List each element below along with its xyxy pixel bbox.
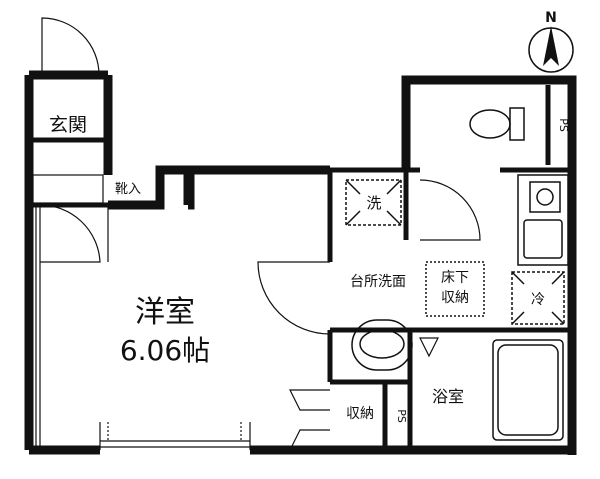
exterior-walls [24,70,577,455]
fridge-space [511,271,565,325]
fixtures [345,107,569,441]
doors [39,17,481,451]
fridge-label: 冷 [531,292,545,308]
thin-lines [32,174,251,450]
western-room-label: 洋室 [135,295,195,330]
bathroom-door [419,337,439,358]
bathroom-label: 浴室 [432,387,464,406]
bathtub [492,339,564,441]
kitchen-washroom-label: 台所洗面 [350,274,406,290]
entrance-door [41,17,100,76]
washer-label: 洗 [366,194,381,212]
closet-door-2 [289,429,330,451]
washbasin-icon [351,319,413,371]
compass: N [528,10,574,73]
sink-icon [523,219,563,259]
entrance-storage-label: 靴入 [115,182,141,197]
kitchen-counter [517,174,569,266]
western-room-area: 6.06帖 [120,334,210,367]
toilet-door [419,179,481,241]
underfloor-storage-label-2: 収納 [441,290,469,306]
washer-space [345,179,402,226]
compass-arrow-icon [543,26,559,66]
underfloor-storage-label-1: 床下 [441,270,469,286]
toilet-icon [469,107,525,141]
north-label: N [545,10,557,26]
stove-icon [529,181,561,213]
labels: 玄関 靴入 洋室 6.06帖 洗 台所洗面 床下 収納 冷 収納 浴室 PS P… [49,114,570,423]
closet-label: 収納 [346,406,374,422]
entrance-inner-door [39,204,101,263]
closet-door [289,389,330,411]
entrance-label: 玄関 [49,114,87,136]
underfloor-storage [425,261,485,317]
kitchen-door [257,261,331,335]
ps-upper-label: PS [557,118,570,132]
ps-lower-label: PS [395,409,408,423]
